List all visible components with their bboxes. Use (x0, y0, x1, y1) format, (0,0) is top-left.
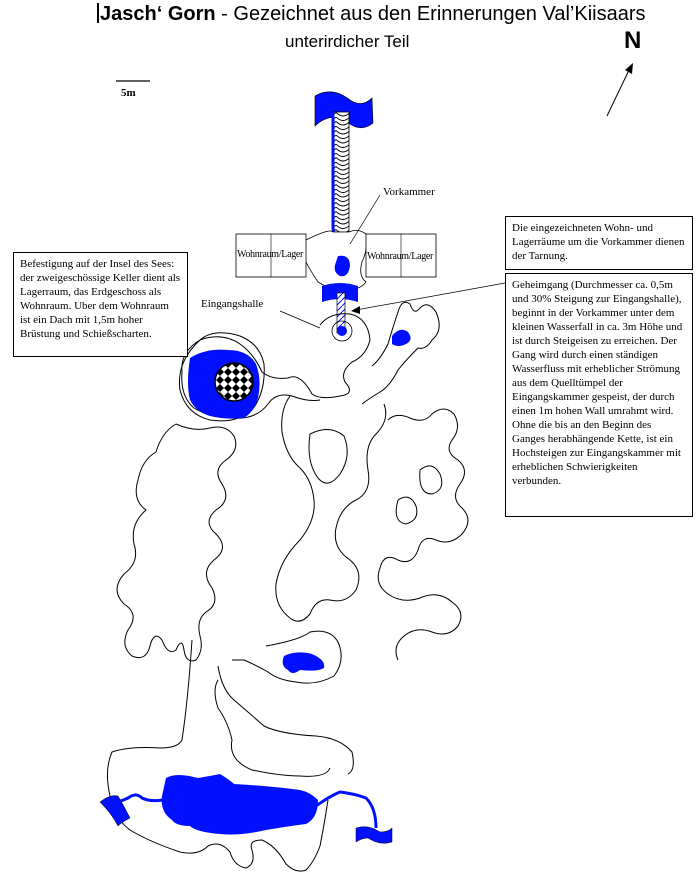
spring-pool (337, 326, 347, 336)
passage-pointer-arrowhead (351, 306, 360, 314)
cave-outline-main (181, 313, 371, 419)
vorkammer-pointer (349, 194, 381, 245)
pond-small (282, 652, 325, 673)
cave-outline-lower-corridor (106, 639, 354, 872)
pond-upper-right (392, 329, 411, 346)
label-room-right: Wohnraum/Lager (367, 251, 434, 262)
label-vorkammer: Vorkammer (383, 186, 435, 198)
eingangshalle-pointer (279, 310, 321, 329)
room-right (365, 233, 437, 278)
map-title: Jasch‘ Gorn - Gezeichnet aus den Erinner… (97, 3, 645, 26)
passage-pointer (355, 282, 506, 311)
note-island-fortress: Befestigung auf der Insel des Sees: der … (13, 252, 188, 357)
room-left (235, 233, 307, 278)
cave-outline-center-loop (308, 429, 348, 484)
exit-water-right (355, 826, 393, 844)
title-description: - Gezeichnet aus den Erinnerungen Val’Ki… (215, 3, 646, 25)
chain-shaft (332, 111, 350, 233)
island-fortress (214, 362, 254, 402)
label-eingangshalle: Eingangshalle (201, 298, 264, 310)
exit-water-left (99, 795, 131, 827)
stream-right (315, 790, 378, 829)
vorkammer-pool (334, 255, 350, 277)
cave-outline-left (116, 423, 237, 662)
cave-outline-right-branches (377, 408, 469, 661)
cave-outline-right (361, 301, 440, 405)
text-cursor (97, 3, 99, 23)
map-subtitle: unterirdicher Teil (285, 32, 410, 51)
cave-outline-center (275, 395, 387, 622)
note-secret-passage: Geheimgang (Durchmesser ca. 0,5m und 30%… (505, 273, 693, 517)
cave-outline-small-pond-chamber (232, 630, 342, 684)
compass-north-label: N (624, 27, 642, 54)
spring-wall (331, 320, 353, 342)
passage-water-gate (322, 283, 358, 302)
note-camouflage-rooms: Die eingezeichneten Wohn- und Lagerräume… (505, 216, 693, 270)
title-name: Jasch‘ Gorn (100, 3, 216, 25)
vorkammer-outline (303, 230, 367, 290)
north-arrow-icon (606, 63, 633, 117)
stream-left (113, 793, 164, 804)
label-room-left: Wohnraum/Lager (237, 249, 304, 260)
scale-label: 5m (121, 87, 136, 99)
lake-large (161, 774, 318, 835)
